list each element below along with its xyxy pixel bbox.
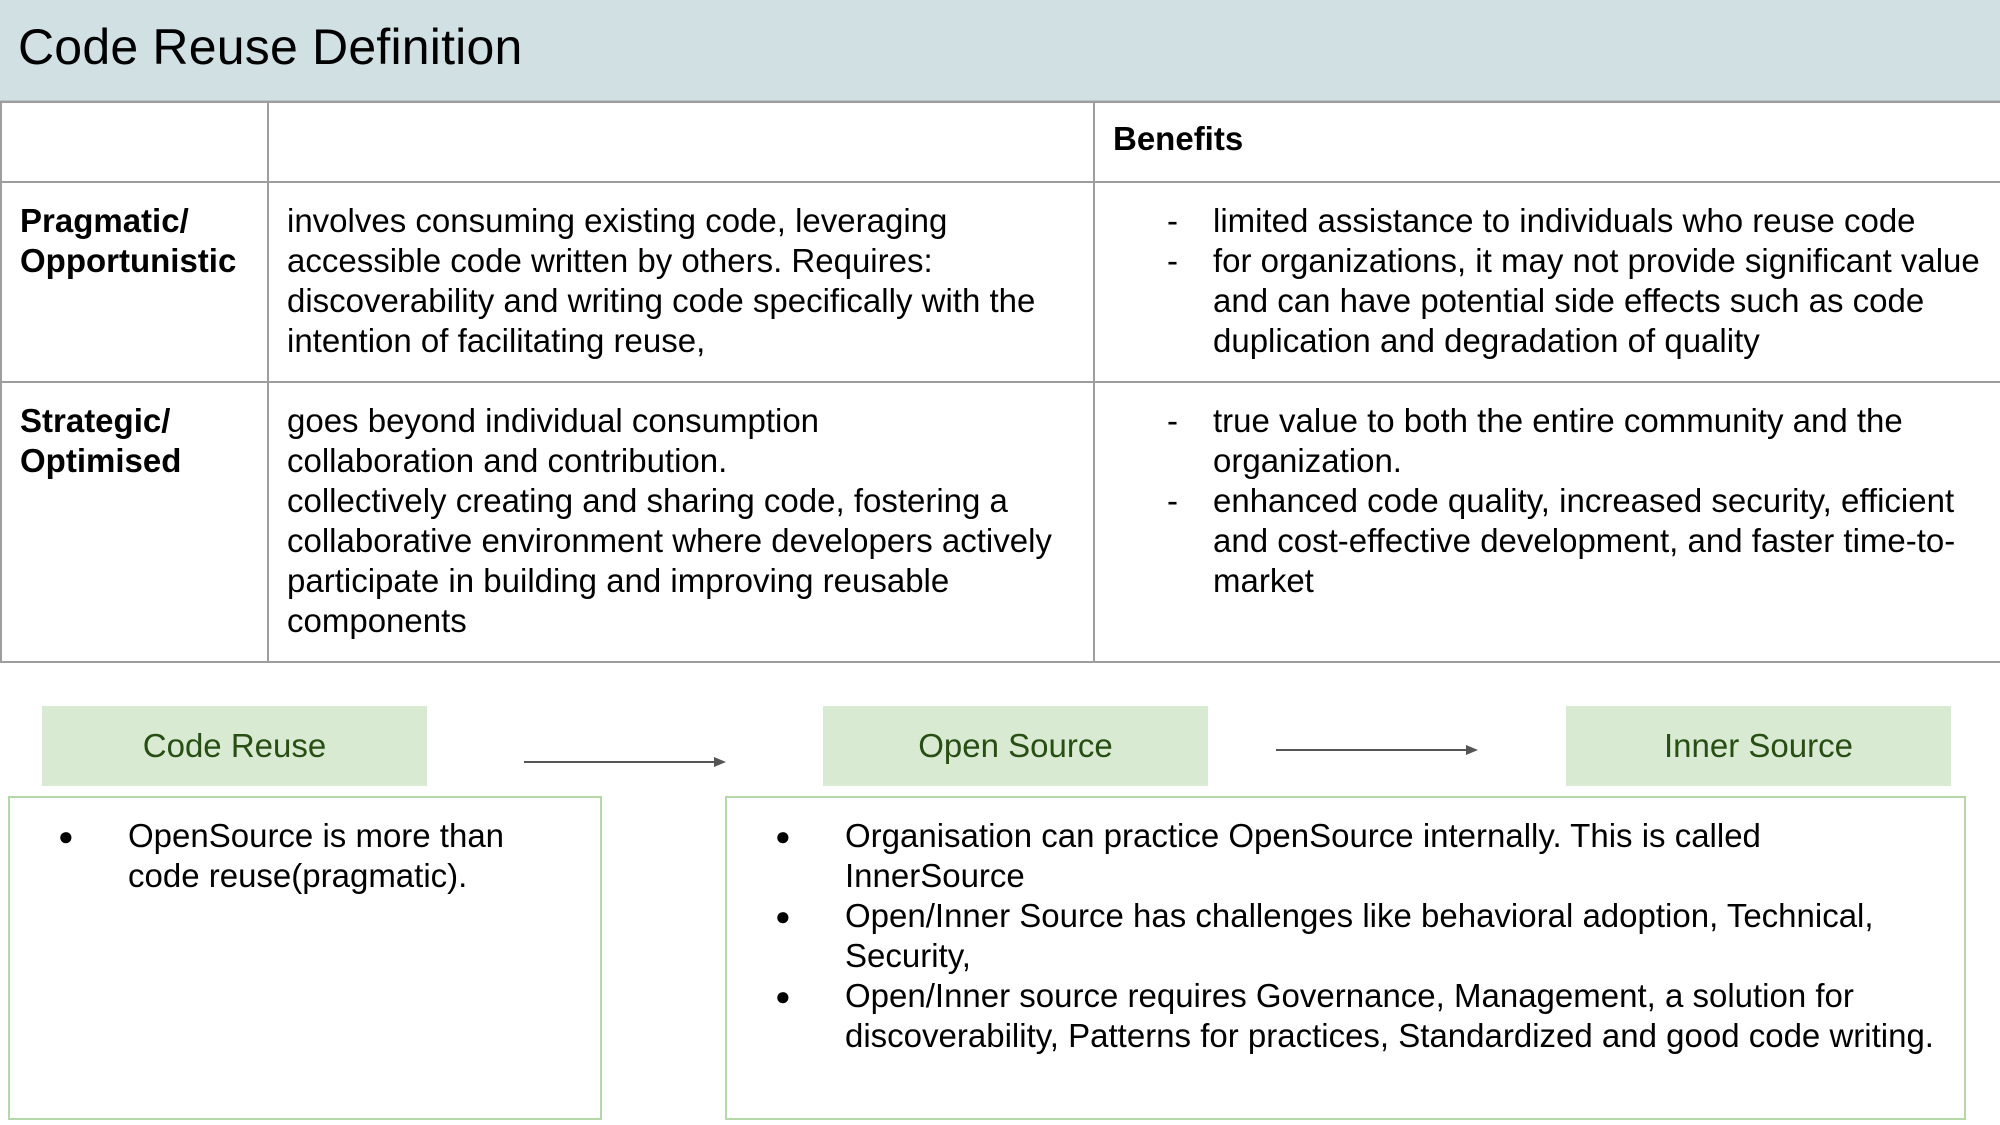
header-cell-empty-1 <box>0 101 269 183</box>
table-row: Pragmatic/ Opportunistic involves consum… <box>0 181 2000 383</box>
description-line: collectively creating and sharing code, … <box>287 482 1052 639</box>
flow-arrow-right-icon <box>1276 745 1478 755</box>
benefit-item: enhanced code quality, increased securit… <box>1113 481 1984 601</box>
note-box-code-reuse: OpenSource is more than code reuse(pragm… <box>8 796 602 1120</box>
definition-table: Benefits Pragmatic/ Opportunistic involv… <box>0 101 2000 663</box>
flow-step-open-source: Open Source <box>823 706 1208 786</box>
row-label-strategic: Strategic/ Optimised <box>0 381 269 663</box>
benefits-list: true value to both the entire community … <box>1113 401 1984 601</box>
flow-step-inner-source: Inner Source <box>1566 706 1951 786</box>
row-label-pragmatic: Pragmatic/ Opportunistic <box>0 181 269 383</box>
benefit-item: true value to both the entire community … <box>1113 401 1984 481</box>
note-list: Organisation can practice OpenSource int… <box>727 816 1946 1056</box>
row-benefits-pragmatic: limited assistance to individuals who re… <box>1093 181 2000 383</box>
benefits-list: limited assistance to individuals who re… <box>1113 201 1984 361</box>
title-bar: Code Reuse Definition <box>0 0 2000 101</box>
header-cell-empty-2 <box>267 101 1095 183</box>
flow-step-code-reuse: Code Reuse <box>42 706 427 786</box>
table-row: Strategic/ Optimised goes beyond individ… <box>0 381 2000 663</box>
row-description-strategic: goes beyond individual consumption colla… <box>267 381 1095 663</box>
note-box-open-inner-source: Organisation can practice OpenSource int… <box>725 796 1966 1120</box>
row-label-line: Strategic/ <box>20 402 171 439</box>
note-item: OpenSource is more than code reuse(pragm… <box>10 816 580 896</box>
note-item: Organisation can practice OpenSource int… <box>727 816 1946 896</box>
row-label-line: Pragmatic/ <box>20 202 189 239</box>
row-description-pragmatic: involves consuming existing code, levera… <box>267 181 1095 383</box>
row-benefits-strategic: true value to both the entire community … <box>1093 381 2000 663</box>
description-line: goes beyond individual consumption <box>287 402 820 439</box>
note-item: Open/Inner source requires Governance, M… <box>727 976 1946 1056</box>
description-line: collaboration and contribution. <box>287 442 728 479</box>
note-item: Open/Inner Source has challenges like be… <box>727 896 1946 976</box>
row-label-line: Opportunistic <box>20 242 237 279</box>
page-title: Code Reuse Definition <box>18 19 523 75</box>
table-header-row: Benefits <box>0 101 2000 183</box>
benefit-item: for organizations, it may not provide si… <box>1113 241 1984 361</box>
flow-arrow-right-icon <box>524 757 726 767</box>
note-list: OpenSource is more than code reuse(pragm… <box>10 816 580 896</box>
row-label-line: Optimised <box>20 442 182 479</box>
benefit-item: limited assistance to individuals who re… <box>1113 201 1984 241</box>
header-cell-benefits: Benefits <box>1093 101 2000 183</box>
